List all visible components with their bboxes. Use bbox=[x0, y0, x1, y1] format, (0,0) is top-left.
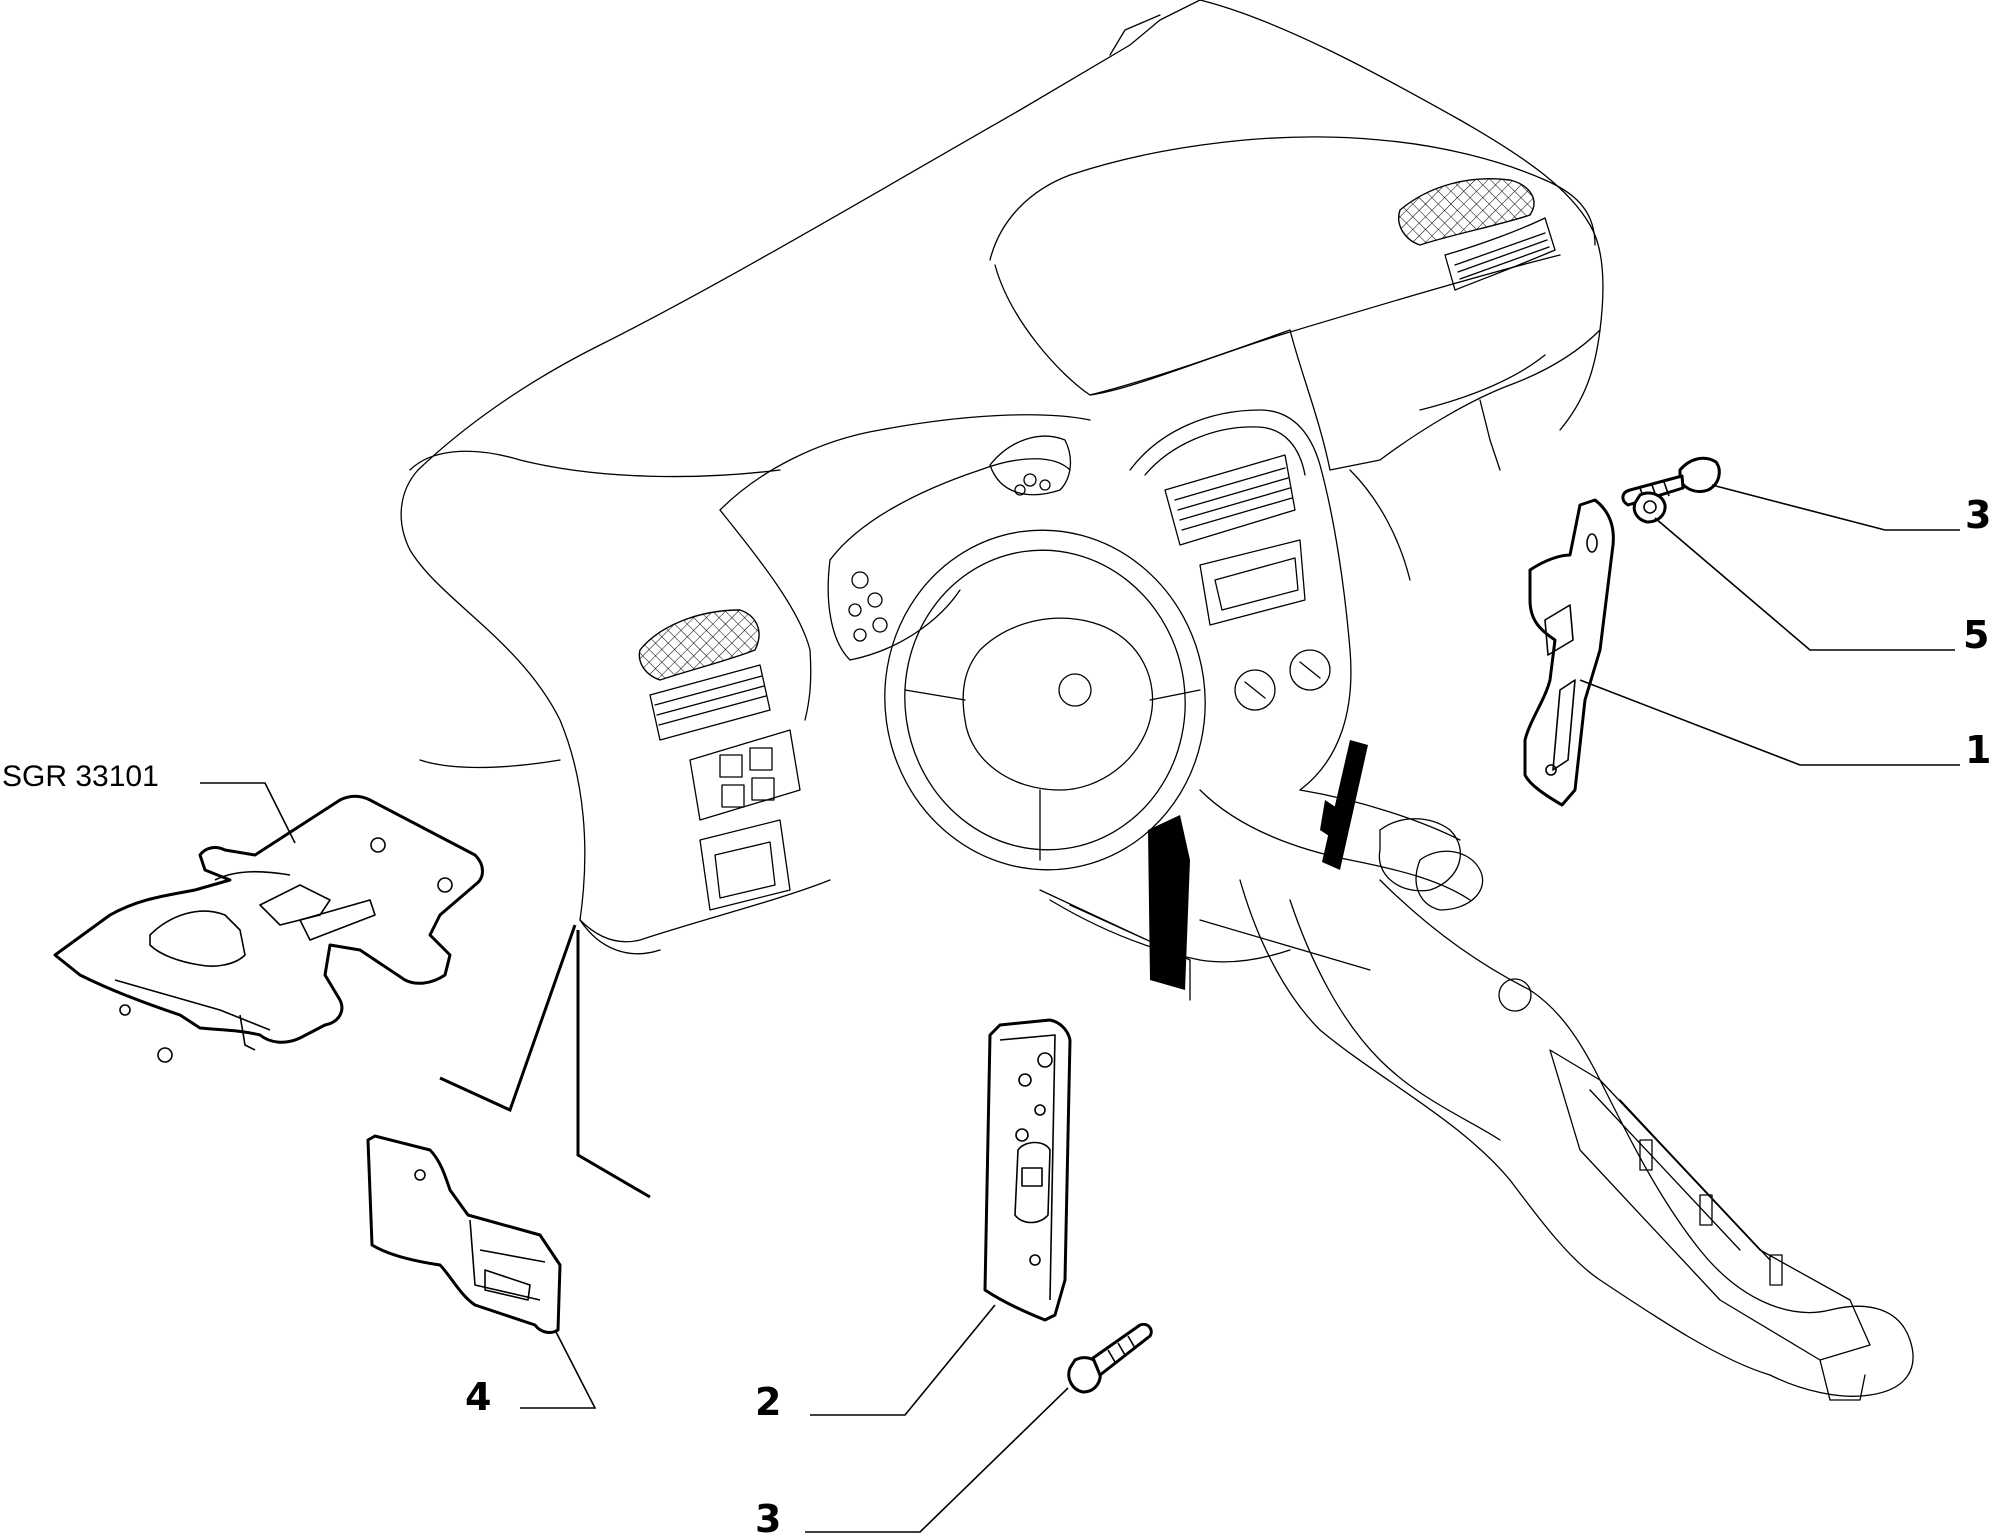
part-3-bolt-bottom bbox=[1067, 1322, 1153, 1394]
fog-light-icon bbox=[721, 784, 745, 808]
reference-panel-sgr bbox=[53, 794, 484, 1063]
rear-defrost-icon bbox=[749, 747, 773, 771]
leader-lines bbox=[200, 484, 1960, 1533]
headlight-icon bbox=[719, 754, 743, 778]
callout-labels: 3 5 1 4 2 3 SGR 33101 bbox=[2, 493, 1991, 1535]
part-5-nut bbox=[1632, 491, 1667, 524]
dashboard-assembly bbox=[400, 0, 1914, 1401]
reference-label: SGR 33101 bbox=[2, 760, 159, 793]
callout-2: 2 bbox=[755, 1380, 781, 1424]
part-2-bracket bbox=[983, 1018, 1072, 1322]
part-1-bracket bbox=[1523, 498, 1615, 807]
callout-4: 4 bbox=[465, 1375, 491, 1419]
floor-lines bbox=[439, 924, 651, 1199]
part-4-bracket bbox=[366, 1134, 562, 1334]
callout-3-bottom: 3 bbox=[755, 1497, 781, 1535]
callout-3-top: 3 bbox=[1965, 493, 1991, 537]
callout-1: 1 bbox=[1965, 728, 1991, 772]
callout-5: 5 bbox=[1963, 613, 1989, 657]
parking-icon bbox=[751, 777, 775, 801]
